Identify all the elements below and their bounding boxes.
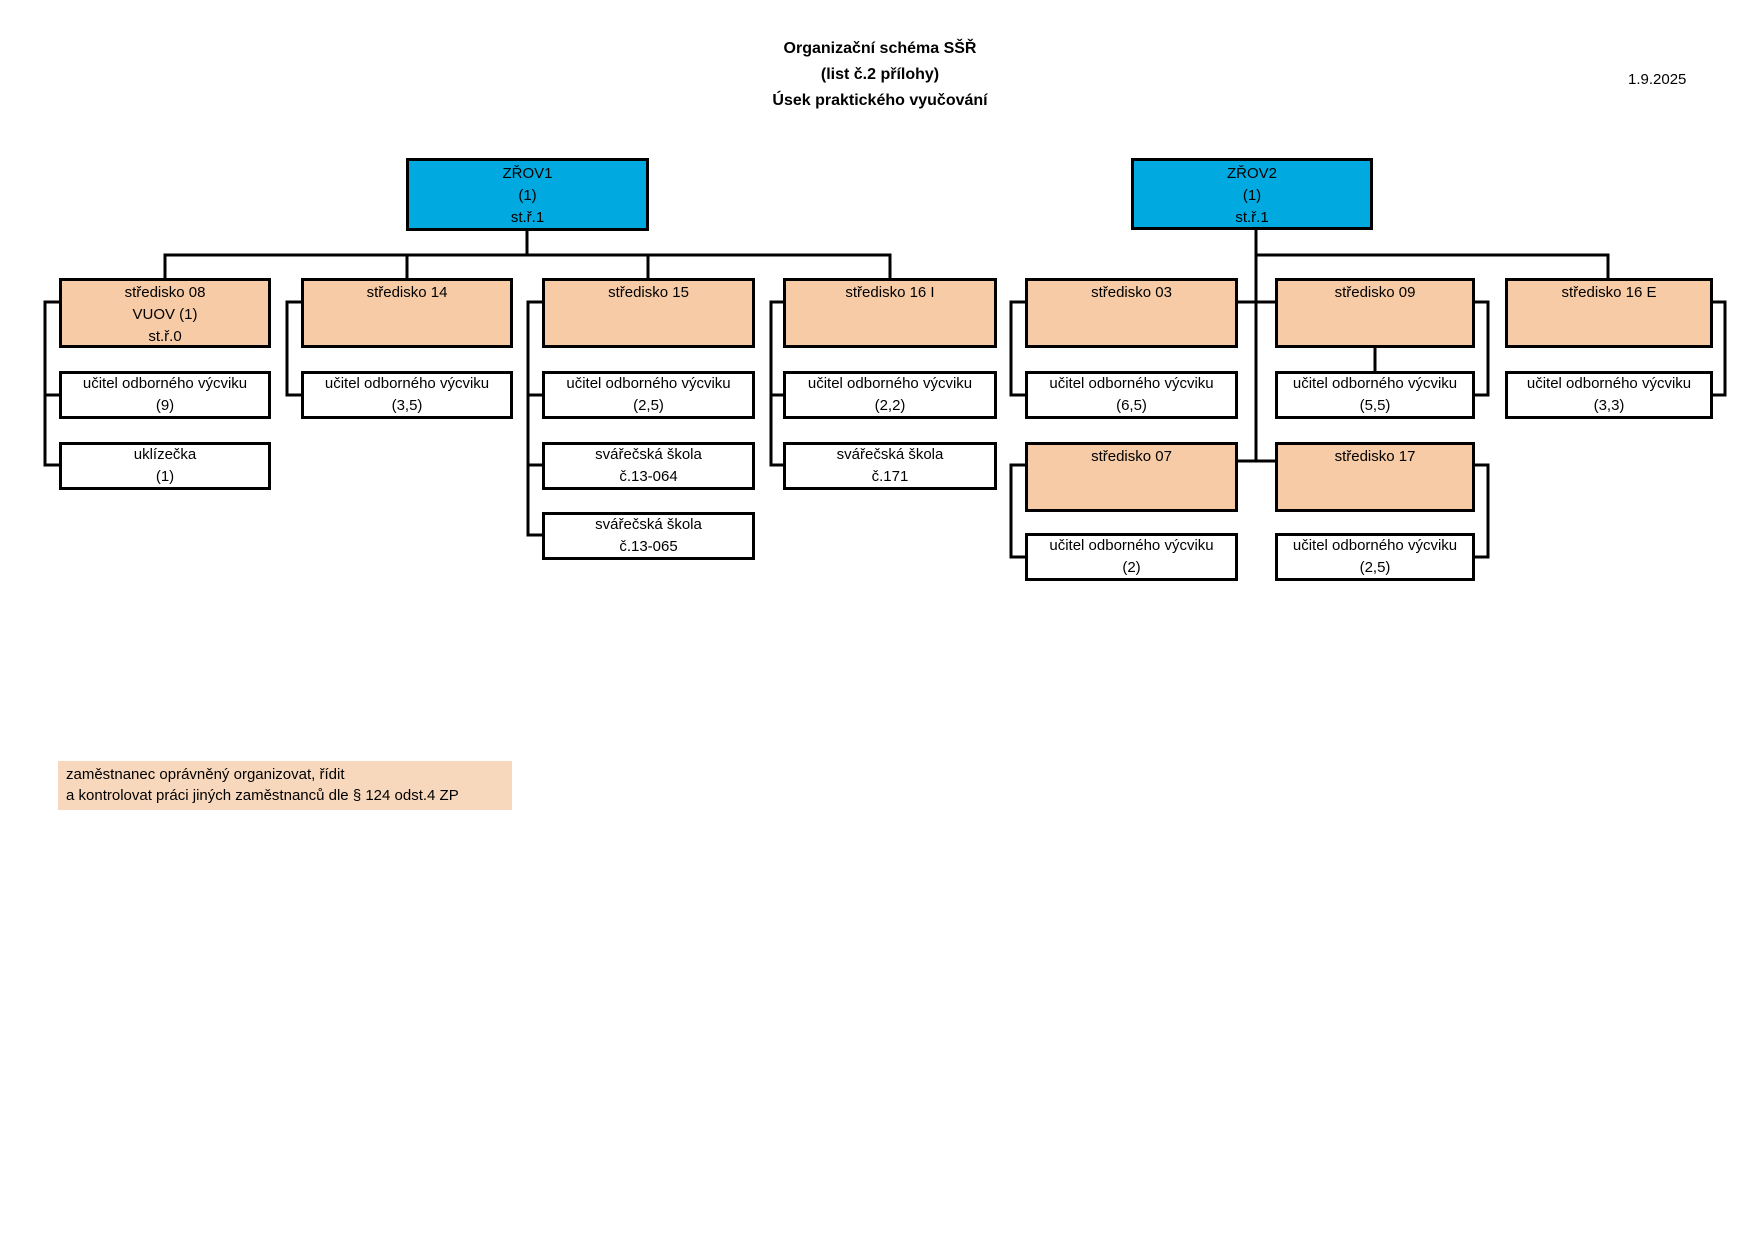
role-title: uklízečka: [133, 446, 197, 463]
org-node-ucitel-17: učitel odborného výcviku (2,5): [1275, 533, 1475, 581]
org-node-stredisko-03: středisko 03: [1025, 278, 1238, 348]
connector-hooks-s17: [1475, 463, 1490, 559]
org-node-ucitel-14: učitel odborného výcviku (3,5): [301, 371, 513, 419]
node-title: středisko 15: [608, 284, 689, 301]
role-count: (2,5): [633, 397, 664, 414]
org-node-ucitel-09: učitel odborného výcviku (5,5): [1275, 371, 1475, 419]
legend-line2: a kontrolovat práci jiných zaměstnanců d…: [66, 787, 459, 804]
node-grade: st.ř.1: [1235, 209, 1269, 226]
org-node-ucitel-16e: učitel odborného výcviku (3,3): [1505, 371, 1713, 419]
node-title: středisko 17: [1334, 448, 1416, 465]
org-node-stredisko-14: středisko 14: [301, 278, 513, 348]
node-grade: st.ř.1: [510, 209, 545, 226]
page-title: Organizační schéma SŠŘ (list č.2 přílohy…: [600, 36, 1160, 114]
org-node-ucitel-07: učitel odborného výcviku (2): [1025, 533, 1238, 581]
node-title: středisko 16 E: [1561, 284, 1657, 301]
role-count: (2): [1122, 559, 1141, 576]
role-title: učitel odborného výcviku: [324, 375, 490, 392]
role-title: učitel odborného výcviku: [1049, 375, 1214, 392]
node-title: středisko 09: [1334, 284, 1416, 301]
org-node-svarecska-skola-13-065: svářečská škola č.13-065: [542, 512, 755, 560]
org-node-zrov2: ZŘOV2 (1) st.ř.1: [1131, 158, 1373, 230]
connector-hooks-s16i: [769, 300, 783, 467]
role-count: (2,2): [874, 397, 906, 414]
role-number: č.13-065: [619, 538, 678, 555]
node-title: středisko 03: [1091, 284, 1172, 301]
connector-hooks-s14: [285, 300, 301, 397]
node-title: středisko 16 I: [845, 284, 935, 301]
org-node-stredisko-16e: středisko 16 E: [1505, 278, 1713, 348]
role-number: č.171: [871, 468, 909, 485]
org-node-svarecska-skola-13-064: svářečská škola č.13-064: [542, 442, 755, 490]
org-node-stredisko-17: středisko 17: [1275, 442, 1475, 512]
role-count: (3,5): [391, 397, 423, 414]
legend-authorized-employee: zaměstnanec oprávněný organizovat, řídit…: [58, 761, 512, 810]
org-node-ucitel-03: učitel odborného výcviku (6,5): [1025, 371, 1238, 419]
role-count: (1): [155, 468, 175, 485]
node-grade: st.ř.0: [148, 328, 182, 345]
connector-hooks-s16e: [1713, 300, 1727, 397]
node-title: středisko 07: [1091, 448, 1172, 465]
role-title: učitel odborného výcviku: [1049, 537, 1214, 554]
org-node-stredisko-09: středisko 09: [1275, 278, 1475, 348]
node-title: středisko 14: [366, 284, 448, 301]
role-title: svářečská škola: [836, 446, 944, 463]
page-title-line2: (list č.2 přílohy): [820, 66, 940, 83]
org-node-ucitel-15: učitel odborného výcviku (2,5): [542, 371, 755, 419]
role-title: učitel odborného výcviku: [82, 375, 248, 392]
role-title: učitel odborného výcviku: [1292, 537, 1458, 554]
node-subtitle: VUOV (1): [132, 306, 198, 323]
page-title-line3: Úsek praktického vyučování: [772, 92, 988, 109]
org-node-zrov1: ZŘOV1 (1) st.ř.1: [406, 158, 649, 231]
legend-line1: zaměstnanec oprávněný organizovat, řídit: [66, 766, 345, 783]
role-title: učitel odborného výcviku: [807, 375, 973, 392]
connector-zrov2-bus: [1238, 230, 1610, 463]
org-node-uklizecka-08: uklízečka (1): [59, 442, 271, 490]
role-title: učitel odborného výcviku: [566, 375, 731, 392]
org-node-stredisko-15: středisko 15: [542, 278, 755, 348]
effective-date: 1.9.2025: [1628, 71, 1687, 88]
page-title-line1: Organizační schéma SŠŘ: [783, 40, 977, 57]
connector-hooks-s07: [1009, 463, 1025, 559]
connector-zrov1-bus: [163, 231, 892, 278]
role-title: svářečská škola: [595, 446, 702, 463]
role-count: (2,5): [1359, 559, 1391, 576]
org-node-stredisko-16i: středisko 16 I: [783, 278, 997, 348]
org-node-stredisko-07: středisko 07: [1025, 442, 1238, 512]
org-node-ucitel-16i: učitel odborného výcviku (2,2): [783, 371, 997, 419]
connector-hooks-s15: [526, 300, 542, 537]
node-count: (1): [1242, 187, 1262, 204]
connector-hooks-s03: [1009, 300, 1025, 397]
role-title: učitel odborného výcviku: [1526, 375, 1692, 392]
role-number: č.13-064: [619, 468, 678, 485]
connector-hooks-s08: [43, 300, 59, 467]
role-count: (9): [155, 397, 175, 414]
role-count: (3,3): [1593, 397, 1625, 414]
role-title: svářečská škola: [595, 516, 702, 533]
node-title: středisko 08: [124, 284, 206, 301]
node-title: ZŘOV1: [502, 165, 553, 182]
role-count: (5,5): [1359, 397, 1391, 414]
node-title: ZŘOV2: [1226, 165, 1277, 182]
org-node-svarecska-skola-171: svářečská škola č.171: [783, 442, 997, 490]
node-count: (1): [518, 187, 537, 204]
role-title: učitel odborného výcviku: [1292, 375, 1458, 392]
connector-hooks-s09: [1475, 300, 1490, 397]
org-node-stredisko-08: středisko 08 VUOV (1) st.ř.0: [59, 278, 271, 348]
org-node-ucitel-08: učitel odborného výcviku (9): [59, 371, 271, 419]
role-count: (6,5): [1116, 397, 1147, 414]
